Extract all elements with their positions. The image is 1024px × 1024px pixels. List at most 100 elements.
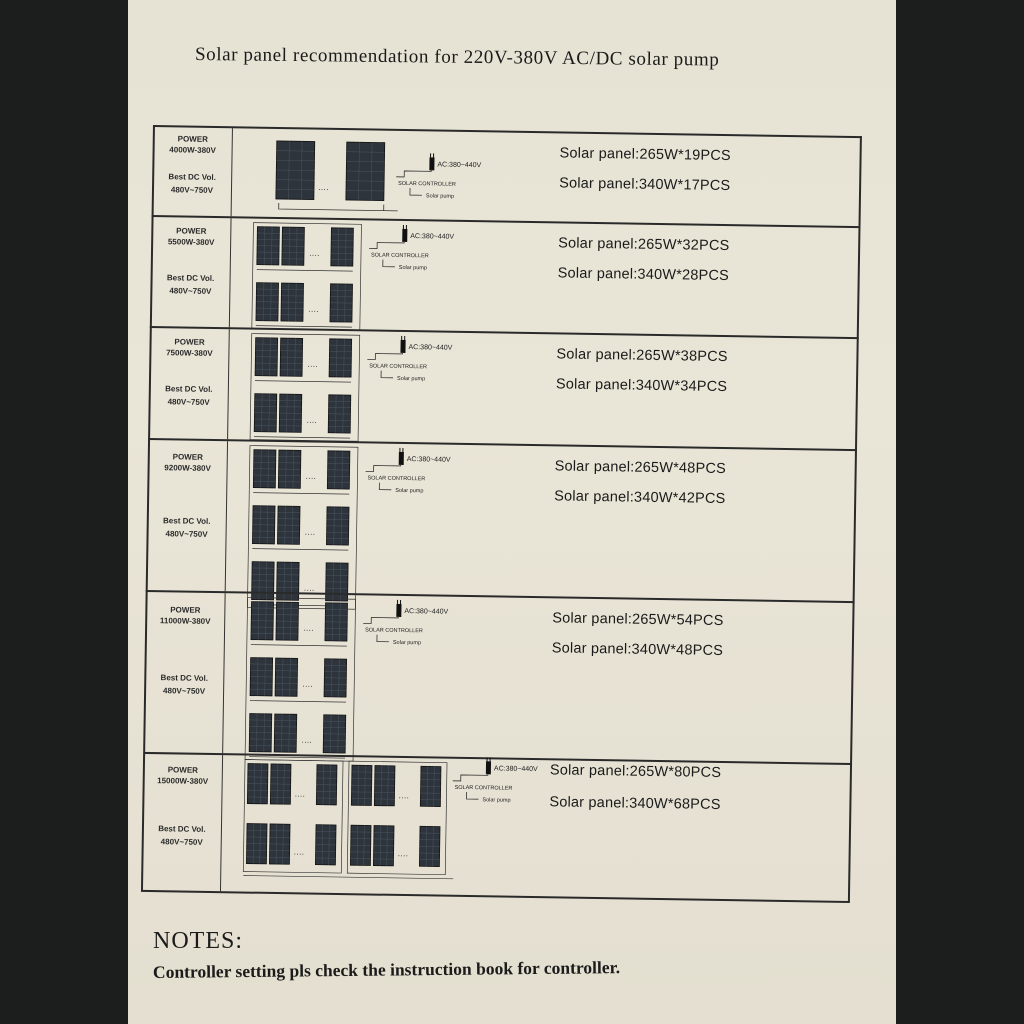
solar-panel-icon: [250, 601, 274, 641]
power-label: POWER: [174, 337, 205, 347]
continuation-dots: ····: [301, 737, 312, 746]
best-dc-vol-label: Best DC Vol.: [166, 272, 215, 283]
solar-controller-label: SOLAR CONTROLLER: [369, 363, 427, 370]
wiring-diagram: ···· ···· ···· ···· AC:380~440V SOLAR CONTROL…: [242, 757, 538, 880]
solar-panel-icon: [252, 505, 276, 545]
best-dc-vol-value: 480V~750V: [169, 285, 212, 296]
continuation-dots: ····: [293, 849, 304, 858]
continuation-dots: ····: [304, 585, 315, 594]
solar-panel-icon: [280, 282, 304, 322]
continuation-dots: ····: [305, 473, 316, 482]
solar-panel-icon: [325, 562, 349, 602]
ac-plug-icon: [398, 447, 404, 465]
solar-panel-icon: [345, 141, 386, 202]
solar-panel-icon: [418, 825, 441, 867]
best-dc-vol-value: 480V~750V: [163, 686, 206, 696]
continuation-dots: ····: [309, 250, 320, 259]
solar-panel-icon: [253, 393, 278, 433]
continuation-dots: ····: [397, 851, 408, 860]
ac-plug-icon: [396, 599, 402, 617]
ac-voltage-label: AC:380~440V: [437, 161, 481, 169]
solar-panel-icon: [323, 658, 348, 698]
solar-panel-icon: [273, 713, 298, 753]
power-value: 5500W-380V: [167, 237, 215, 247]
ac-plug-icon: [429, 153, 435, 171]
ac-voltage-label: AC:380~440V: [408, 344, 452, 352]
solar-panel-icon: [326, 506, 350, 546]
spec-265w: Solar panel:265W*38PCS: [556, 346, 728, 366]
solar-panel-icon: [315, 764, 338, 806]
solar-panel-icon: [281, 226, 305, 266]
solar-panel-icon: [254, 337, 279, 377]
power-label: POWER: [176, 226, 207, 236]
ac-plug-icon: [402, 224, 408, 243]
continuation-dots: ····: [398, 793, 409, 802]
solar-panel-icon: [269, 763, 292, 805]
spec-340w: Solar panel:340W*42PCS: [554, 488, 726, 508]
solar-panel-icon: [324, 602, 348, 642]
solar-controller-label: SOLAR CONTROLLER: [371, 252, 429, 259]
best-dc-vol-label: Best DC Vol.: [162, 516, 211, 526]
ac-voltage-label: AC:380~440V: [410, 233, 454, 241]
ac-plug-icon: [485, 757, 492, 775]
solar-panel-icon: [275, 140, 316, 200]
power-value: 9200W-380V: [164, 463, 211, 474]
solar-controller-label: SOLAR CONTROLLER: [455, 785, 513, 792]
continuation-dots: ····: [306, 417, 317, 426]
power-label: POWER: [172, 452, 203, 462]
continuation-dots: ····: [294, 791, 305, 800]
power-value: 11000W-380V: [159, 616, 211, 626]
solar-panel-icon: [322, 714, 347, 754]
ac-voltage-label: AC:380~440V: [494, 765, 538, 773]
solar-panel-icon: [279, 337, 304, 377]
solar-panel-icon: [278, 393, 303, 433]
continuation-dots: ····: [307, 361, 318, 370]
power-label: POWER: [170, 605, 201, 615]
solar-panel-icon: [314, 824, 337, 866]
best-dc-vol-label: Best DC Vol.: [160, 673, 209, 683]
solar-pump-label: Solar pump: [399, 265, 427, 271]
ac-plug-icon: [400, 335, 406, 353]
solar-panel-icon: [249, 657, 274, 697]
spec-265w: Solar panel:265W*80PCS: [549, 762, 722, 782]
notes-heading: NOTES:: [153, 928, 243, 954]
solar-panel-icon: [246, 823, 268, 865]
spec-265w: Solar panel:265W*48PCS: [554, 458, 727, 478]
spec-265w: Solar panel:265W*19PCS: [559, 145, 731, 165]
solar-panel-icon: [349, 824, 372, 866]
continuation-dots: ····: [303, 625, 314, 634]
solar-panel-icon: [251, 561, 275, 601]
best-dc-vol-label: Best DC Vol.: [168, 172, 216, 182]
power-label: POWER: [167, 765, 199, 775]
solar-controller-label: SOLAR CONTROLLER: [365, 627, 423, 634]
solar-panel-icon: [327, 394, 352, 434]
solar-panel-icon: [372, 825, 395, 867]
solar-panel-icon: [269, 823, 291, 865]
solar-panel-icon: [275, 601, 299, 641]
solar-panel-icon: [274, 657, 299, 697]
continuation-dots: ····: [302, 681, 313, 690]
spec-340w: Solar panel:340W*28PCS: [557, 265, 730, 285]
spec-340w: Solar panel:340W*48PCS: [551, 640, 724, 660]
ac-voltage-label: AC:380~440V: [407, 456, 451, 464]
best-dc-vol-label: Best DC Vol.: [158, 824, 206, 834]
solar-panel-icon: [246, 763, 269, 805]
power-value: 7500W-380V: [166, 348, 213, 358]
power-value: 15000W-380V: [157, 776, 209, 787]
solar-panel-icon: [248, 713, 273, 753]
solar-pump-label: Solar pump: [393, 640, 421, 646]
solar-panel-icon: [276, 561, 300, 601]
